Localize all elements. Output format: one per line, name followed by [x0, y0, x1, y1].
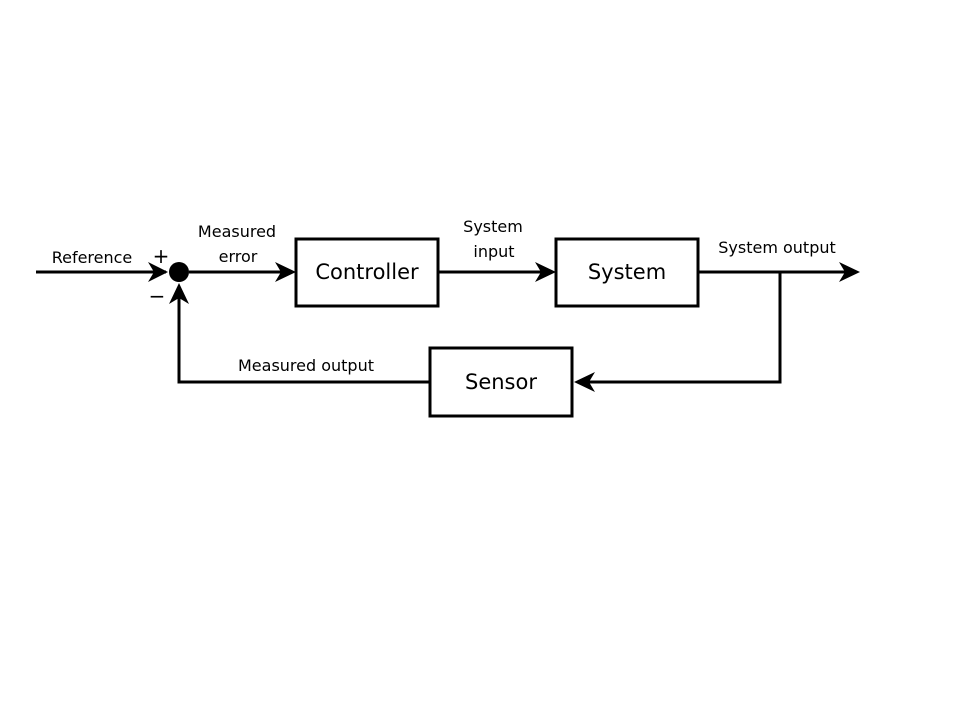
- sensor-input-arrowhead: [574, 372, 595, 392]
- system-input-arrowhead: [535, 262, 556, 282]
- measured-error-label-line1: Measured: [198, 222, 276, 241]
- measured-error-label-line2: error: [219, 247, 258, 266]
- summing-junction: [169, 262, 189, 282]
- measured-error-arrowhead: [275, 262, 296, 282]
- plus-sign: +: [153, 244, 170, 268]
- system-input-label-line2: input: [473, 242, 514, 261]
- feedback-tap-line: [578, 272, 782, 384]
- system-output-label: System output: [718, 238, 836, 257]
- system-input-label-line1: System: [463, 217, 523, 236]
- sensor-label: Sensor: [465, 370, 537, 394]
- measured-output-label: Measured output: [238, 356, 374, 375]
- system-output-arrowhead: [839, 262, 860, 282]
- measured-output-arrowhead: [169, 283, 189, 304]
- reference-arrowhead: [148, 262, 168, 282]
- system-label: System: [588, 260, 666, 284]
- reference-label: Reference: [52, 248, 133, 267]
- controller-label: Controller: [315, 260, 419, 284]
- measured-output-line: [177, 290, 430, 384]
- minus-sign: −: [149, 284, 166, 308]
- controller-block: [294, 237, 440, 308]
